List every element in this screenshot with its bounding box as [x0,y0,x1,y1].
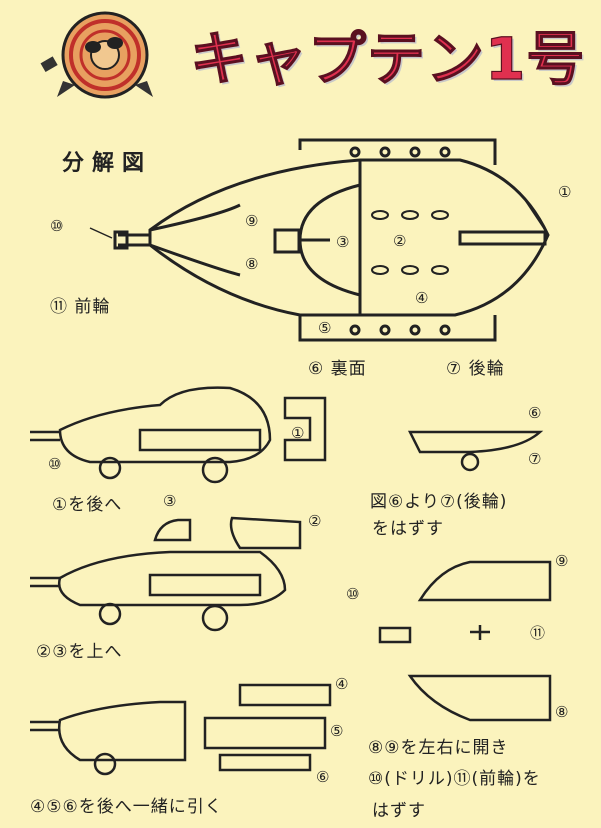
step3-text: ④⑤⑥を後へ一緒に引く [30,797,223,817]
callout-step2-2: ② [308,512,322,530]
callout-step2-9: ⑨ [555,552,569,570]
callout-step1-7: ⑦ [528,450,542,468]
legend-rear-wheel: ⑦ 後輪 [446,359,505,379]
step1-ship-diagram [30,386,544,484]
step-fig6-line2: をはずす [372,519,444,539]
callout-step2-8: ⑧ [555,703,569,721]
callout-step3-4: ④ [335,675,349,693]
callout-9: ⑨ [245,212,259,230]
main-ship-diagram [89,138,550,342]
step1-text: ①を後へ [52,495,123,515]
callout-1: ① [558,183,572,201]
step2-ship-diagram [30,516,552,722]
callout-step3-5: ⑤ [330,722,344,740]
step-open-line1: ⑧⑨を左右に開き [368,738,509,758]
callout-step1-1: ① [291,424,305,442]
step-open-line2: ⑩(ドリル)⑪(前輪)を [368,769,541,789]
step-fig6-line1: 図⑥より⑦(後輪) [370,492,508,512]
callout-2: ② [393,232,407,250]
callout-10: ⑩ [50,217,64,235]
callout-4: ④ [415,289,429,307]
step-open-line3: はずす [372,801,426,821]
legend-front-wheel: ⑪ 前輪 [50,297,111,317]
callout-step2-10: ⑩ [346,585,360,603]
step2-text: ②③を上へ [36,642,123,662]
callout-step3-6: ⑥ [316,768,330,786]
step3-ship-diagram [30,683,332,776]
callout-3: ③ [336,233,350,251]
callout-step2-3: ③ [163,492,177,510]
callout-step1-10: ⑩ [48,455,62,473]
callout-step1-6: ⑥ [528,404,542,422]
callout-8: ⑧ [245,255,259,273]
callout-step2-11: ⑪ [530,624,546,642]
callout-5: ⑤ [318,319,332,337]
legend-underside: ⑥ 裏面 [308,359,367,379]
section-title: 分解図 [62,151,153,176]
product-title: キャプテン1号 [189,24,586,93]
